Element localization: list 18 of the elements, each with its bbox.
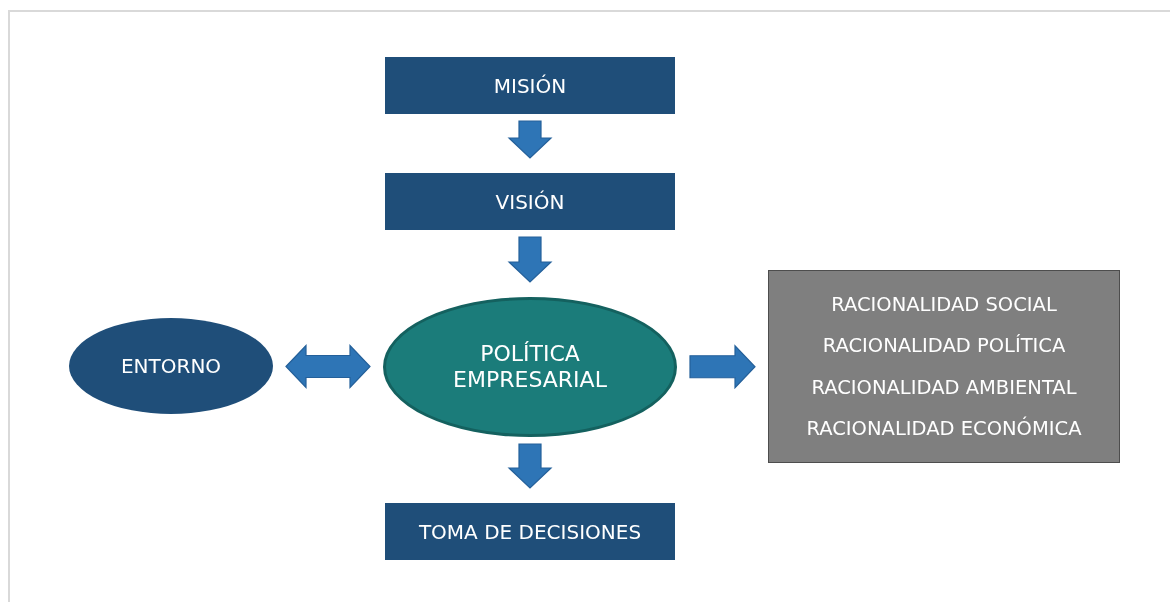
node-label: RACIONALIDAD ECONÓMICA — [806, 416, 1082, 441]
block-arrow — [507, 120, 553, 159]
text-panel — [768, 270, 1120, 463]
process-box — [385, 57, 675, 114]
node-label: RACIONALIDAD SOCIAL — [831, 292, 1057, 317]
node-label: TOMA DE DECISIONES — [418, 519, 642, 544]
block-arrow — [507, 443, 553, 489]
block-arrow — [689, 344, 756, 390]
node-label: VISIÓN — [495, 189, 565, 214]
node-label: POLÍTICA EMPRESARIAL — [452, 340, 608, 394]
process-box — [385, 173, 675, 230]
node-label: MISIÓN — [493, 73, 567, 98]
double-block-arrow — [285, 344, 371, 389]
process-box — [385, 503, 675, 560]
node-label: RACIONALIDAD AMBIENTAL — [811, 375, 1077, 399]
node-label: ENTORNO — [120, 354, 222, 378]
block-arrow — [507, 236, 553, 283]
node-label: RACIONALIDAD POLÍTICA — [822, 334, 1066, 358]
